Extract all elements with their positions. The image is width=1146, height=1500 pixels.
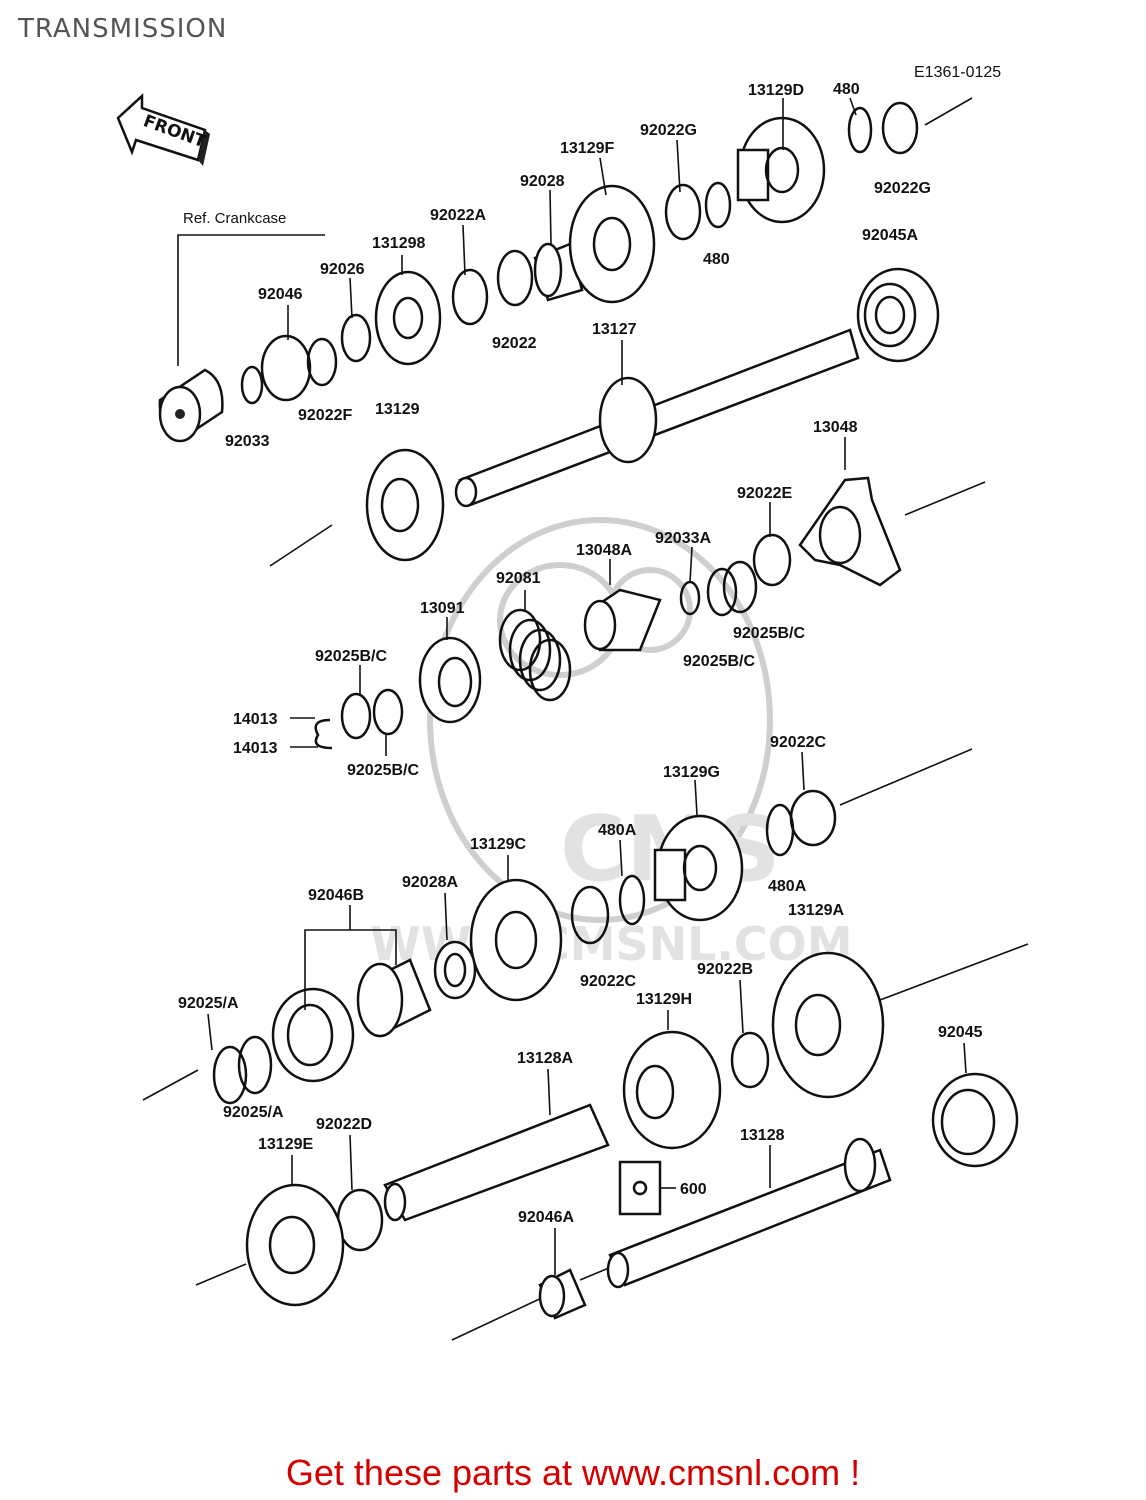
label-92025BC-right1: 92025B/C xyxy=(733,625,805,642)
page-title: TRANSMISSION xyxy=(18,14,228,44)
label-13128A: 13128A xyxy=(517,1050,573,1067)
label-92022D: 92022D xyxy=(316,1116,372,1133)
label-92022C-top: 92022C xyxy=(770,734,826,751)
gear-13129C xyxy=(469,878,563,1002)
part-13091 xyxy=(418,636,482,724)
bearing-92046B xyxy=(271,958,432,1083)
label-13129: 13129 xyxy=(375,401,420,418)
label-92025A-bottom: 92025/A xyxy=(223,1104,284,1121)
label-13127: 13127 xyxy=(592,321,637,338)
label-92028: 92028 xyxy=(520,173,565,190)
gear-13129H xyxy=(622,1030,722,1150)
shaft-13128A xyxy=(383,1103,610,1222)
label-92033A: 92033A xyxy=(655,530,711,547)
label-92081: 92081 xyxy=(496,570,541,587)
bearing-92045A xyxy=(856,267,940,363)
ref-crankcase-bracket: Ref. Crankcase xyxy=(177,210,325,366)
label-14013-b: 14013 xyxy=(233,740,278,757)
label-92022B: 92022B xyxy=(697,961,753,978)
label-480A-right: 480A xyxy=(768,878,807,895)
label-480-top: 480 xyxy=(833,81,860,98)
label-92022C-mid: 92022C xyxy=(580,973,636,990)
shaft-13128 xyxy=(606,1137,892,1289)
label-13048A: 13048A xyxy=(576,542,632,559)
label-92025A-top: 92025/A xyxy=(178,995,239,1012)
label-480A-left: 480A xyxy=(598,822,637,839)
label-92022A: 92022A xyxy=(430,207,486,224)
part-600 xyxy=(618,1160,676,1216)
spring-92081 xyxy=(498,608,572,702)
label-13129C: 13129C xyxy=(470,836,526,853)
gear-13129A xyxy=(771,951,885,1099)
part-labels: 13129D 480 92022G 92022G 13129F 92028 48… xyxy=(178,81,983,1226)
label-13128: 13128 xyxy=(740,1127,785,1144)
label-92046B: 92046B xyxy=(308,887,364,904)
label-13129H: 13129H xyxy=(636,991,692,1008)
label-13129D: 13129D xyxy=(748,82,804,99)
footer-link-text[interactable]: Get these parts at www.cmsnl.com ! xyxy=(285,1452,861,1493)
footer-link[interactable]: Get these parts at www.cmsnl.com ! xyxy=(0,1452,1146,1494)
bearing-92045 xyxy=(931,1072,1019,1168)
label-92046A: 92046A xyxy=(518,1209,574,1226)
label-92022G-top: 92022G xyxy=(640,122,697,139)
label-13129F: 13129F xyxy=(560,140,614,157)
label-13129A: 13129A xyxy=(788,902,844,919)
label-13091: 13091 xyxy=(420,600,465,617)
label-92026: 92026 xyxy=(320,261,365,278)
label-480-mid: 480 xyxy=(703,251,730,268)
shaft-13127 xyxy=(454,328,860,508)
label-92025BC-left-bottom: 92025B/C xyxy=(347,762,419,779)
middle-parts xyxy=(314,476,902,750)
part-13048 xyxy=(798,476,902,587)
label-92022F: 92022F xyxy=(298,407,352,424)
label-13129G: 13129G xyxy=(663,764,720,781)
label-92045: 92045 xyxy=(938,1024,983,1041)
label-13048: 13048 xyxy=(813,419,858,436)
label-92025BC-left-top: 92025B/C xyxy=(315,648,387,665)
crankcase-plug xyxy=(158,368,224,443)
label-92022: 92022 xyxy=(492,335,537,352)
label-13129E: 13129E xyxy=(258,1136,313,1153)
ref-crankcase-label: Ref. Crankcase xyxy=(183,210,286,227)
label-92022E: 92022E xyxy=(737,485,792,502)
part-13048A xyxy=(583,588,662,652)
label-92022G-right: 92022G xyxy=(874,180,931,197)
diagram-code: E1361-0125 xyxy=(914,64,1002,81)
leader-lines xyxy=(207,97,967,1275)
gear-131298 xyxy=(374,270,442,366)
label-600: 600 xyxy=(680,1181,707,1198)
label-92025BC-right2: 92025B/C xyxy=(683,653,755,670)
front-arrow: FRONT xyxy=(116,93,210,166)
label-14013-a: 14013 xyxy=(233,711,278,728)
gear-13129D xyxy=(736,116,826,224)
gear-13129E xyxy=(245,1183,345,1307)
gear-13129G xyxy=(653,814,744,922)
label-92028A: 92028A xyxy=(402,874,458,891)
bearing-92028A xyxy=(433,940,477,1000)
gear-13129F xyxy=(568,184,656,304)
label-92046: 92046 xyxy=(258,286,303,303)
label-92033: 92033 xyxy=(225,433,270,450)
gear-13129 xyxy=(365,448,445,562)
lower-shaft-parts xyxy=(212,789,1019,1320)
label-131298: 131298 xyxy=(372,235,425,252)
upper-shaft-parts xyxy=(240,101,940,562)
bearing-92046A xyxy=(538,1268,587,1320)
label-92045A: 92045A xyxy=(862,227,918,244)
